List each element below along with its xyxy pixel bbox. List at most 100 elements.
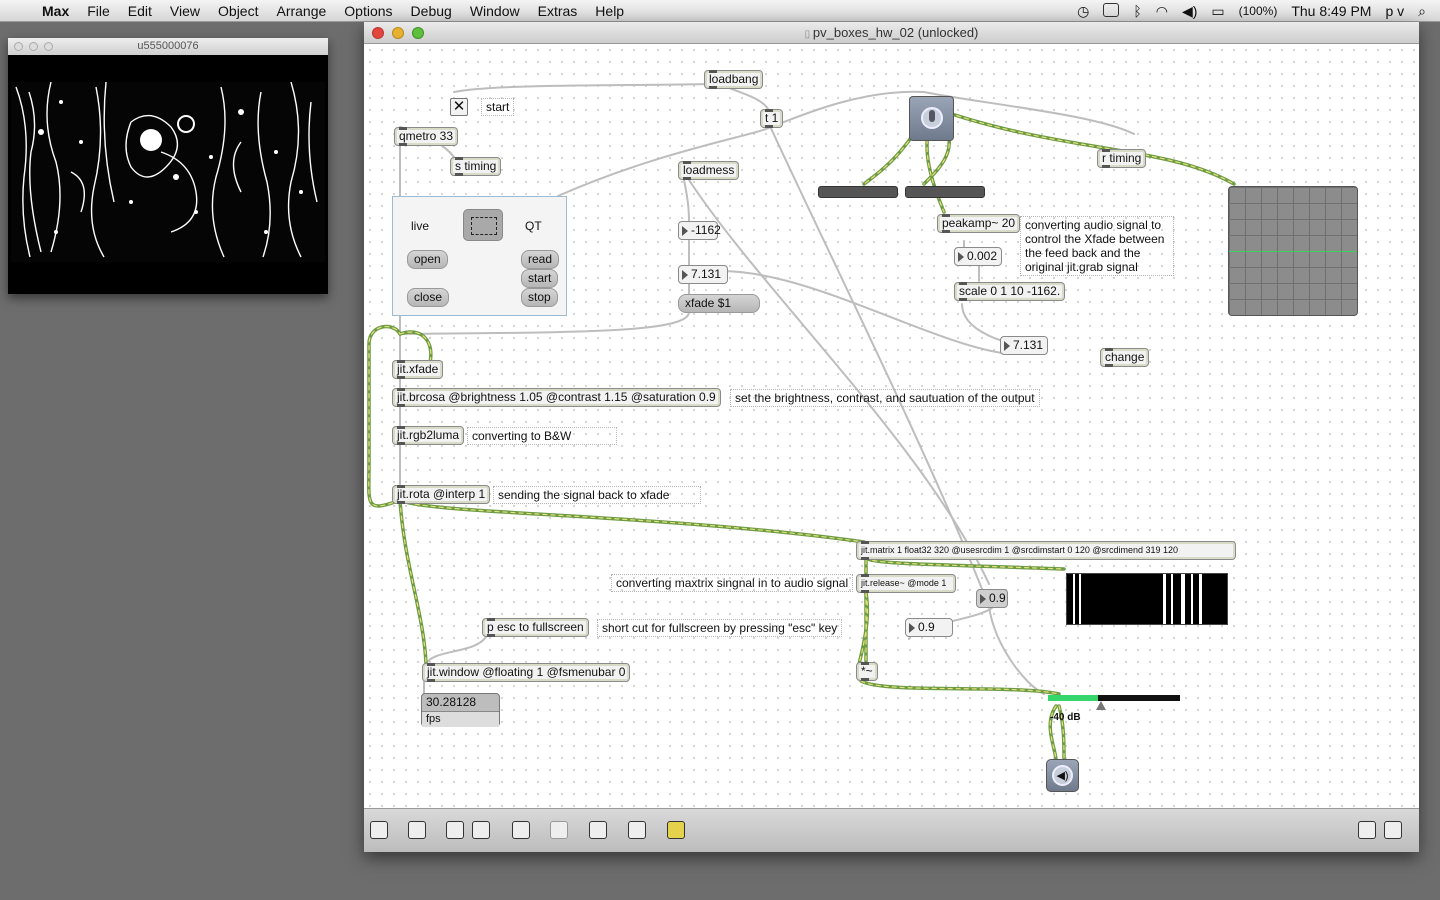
open-button[interactable]: open [407,250,448,269]
qt-control-panel: live QT open close read start stop [392,196,567,316]
xfade-message[interactable]: xfade $1 [678,294,760,313]
video-window-titlebar[interactable]: u555000076 [8,38,328,55]
qt-label: QT [525,219,542,233]
trigger-object[interactable]: t 1 [760,109,784,128]
patcher-title: pv_boxes_hw_02 (unlocked) [812,25,979,40]
fps-value: 30.28128 [426,695,477,709]
clock[interactable]: Thu 8:49 PM [1291,3,1372,19]
split-horizontal-icon[interactable] [1358,821,1376,839]
jit-rota-object[interactable]: jit.rota @interp 1 [392,485,491,504]
video-output-window[interactable]: u555000076 [8,38,328,294]
scale-object[interactable]: scale 0 1 10 -1162. [954,282,1066,301]
oscilloscope-display[interactable] [1228,186,1358,316]
jit-brcosa-object[interactable]: jit.brcosa @brightness 1.05 @contrast 1.… [392,388,721,407]
loadbang-object[interactable]: loadbang [704,70,764,89]
volume-icon[interactable]: ◀) [1181,2,1198,19]
number-box[interactable]: 0.002 [954,247,1002,266]
spotlight-search-icon[interactable]: ⌕ [1418,2,1426,19]
fps-display: 30.28128 fps [421,693,500,727]
close-icon[interactable] [372,27,384,39]
receive-timing-object[interactable]: r timing [1097,149,1147,168]
split-vertical-icon[interactable] [1384,821,1402,839]
stop-button[interactable]: stop [521,288,558,307]
qmetro-object[interactable]: qmetro 33 [394,127,459,146]
grab-matrix-display[interactable] [463,209,503,241]
menu-bar: Max File Edit View Object Arrange Option… [0,0,1440,22]
matrix-display[interactable] [1066,573,1228,625]
patch-cord-icon[interactable] [512,821,530,839]
menu-file[interactable]: File [87,2,110,19]
menu-help[interactable]: Help [595,2,625,19]
rota-comment: sending the signal back to xfade [493,486,701,504]
menu-options[interactable]: Options [344,2,393,19]
number-box[interactable]: 7.131 [1000,336,1048,355]
jit-matrix-object[interactable]: jit.matrix 1 float32 320 @usesrcdim 1 @s… [856,541,1236,560]
patcher-canvas[interactable]: loadbang ✕ start qmetro 33 s timing t 1 … [364,44,1419,808]
p-esc-fullscreen-object[interactable]: p esc to fullscreen [482,618,589,637]
patcher-window[interactable]: ▯ pv_boxes_hw_02 (unlocked) [364,22,1419,852]
jit-release-object[interactable]: jit.release~ @mode 1 [856,574,956,593]
menu-extras[interactable]: Extras [537,2,578,19]
bluetooth-icon[interactable]: ᛒ [1133,3,1142,19]
grid-icon[interactable] [628,821,646,839]
gain-slider-thumb[interactable] [1096,701,1106,710]
number-box[interactable]: 0.9 [976,589,1008,608]
change-object[interactable]: change [1100,348,1150,367]
start-button[interactable]: start [521,269,559,288]
minimize-icon[interactable] [29,42,38,51]
inspector-icon[interactable] [550,821,568,839]
zoom-icon[interactable] [412,27,424,39]
lock-icon[interactable] [370,821,388,839]
send-timing-object[interactable]: s timing [450,157,502,176]
luma-comment: converting to B&W [467,427,617,445]
gain-slider-left[interactable] [818,186,898,198]
fullscreen-comment: short cut for fullscreen by pressing "es… [597,619,842,637]
zoom-icon[interactable] [44,42,53,51]
jit-rgb2luma-object[interactable]: jit.rgb2luma [392,426,465,445]
close-icon[interactable] [14,42,23,51]
time-machine-icon[interactable]: ◷ [1077,2,1090,19]
patcher-toolbar [364,808,1419,852]
audio-icon[interactable] [667,821,685,839]
number-box[interactable]: -1162 [678,221,721,240]
presentation-icon[interactable] [408,821,426,839]
fps-label: fps [422,711,499,727]
jit-xfade-object[interactable]: jit.xfade [392,360,444,379]
menu-edit[interactable]: Edit [127,2,152,19]
menu-window[interactable]: Window [469,2,520,19]
brcosa-comment: set the brightness, contrast, and sautua… [730,389,1040,407]
matrix-comment: converting maxtrix singnal in to audio s… [611,574,854,592]
close-button[interactable]: close [407,288,450,307]
number-box[interactable]: 7.131 [678,265,728,284]
multiply-signal-object[interactable]: *~ [856,662,878,681]
menu-arrange[interactable]: Arrange [276,2,327,19]
gain-meter[interactable] [1048,695,1180,701]
peakamp-comment: converting audio signal to control the X… [1020,216,1174,276]
peakamp-object[interactable]: peakamp~ 20 [937,214,1021,233]
menu-view[interactable]: View [169,2,201,19]
menu-object[interactable]: Object [218,2,259,19]
delete-icon[interactable] [472,821,490,839]
new-object-icon[interactable] [446,821,464,839]
wifi-icon[interactable]: ◠ [1155,2,1168,19]
gain-slider-right[interactable] [905,186,985,198]
microphone-icon[interactable] [909,96,954,141]
battery-percent: (100%) [1238,4,1278,18]
start-comment: start [481,98,515,116]
number-box[interactable]: 0.9 [905,618,953,637]
jit-window-object[interactable]: jit.window @floating 1 @fsmenubar 0 [422,663,631,682]
display-icon[interactable] [1103,2,1120,20]
read-button[interactable]: read [521,250,560,269]
loadmess-object[interactable]: loadmess [678,161,740,180]
video-window-title: u555000076 [137,40,199,52]
clue-icon[interactable] [589,821,607,839]
minimize-icon[interactable] [392,27,404,39]
toggle-button[interactable]: ✕ [450,98,468,116]
live-label: live [411,219,430,233]
speaker-icon[interactable]: ◀) [1046,759,1079,792]
user-name[interactable]: p v [1385,3,1405,19]
battery-icon[interactable]: ▭ [1211,2,1225,19]
menu-debug[interactable]: Debug [410,2,452,19]
patcher-titlebar[interactable]: ▯ pv_boxes_hw_02 (unlocked) [364,22,1419,44]
menu-app-name[interactable]: Max [42,2,70,19]
